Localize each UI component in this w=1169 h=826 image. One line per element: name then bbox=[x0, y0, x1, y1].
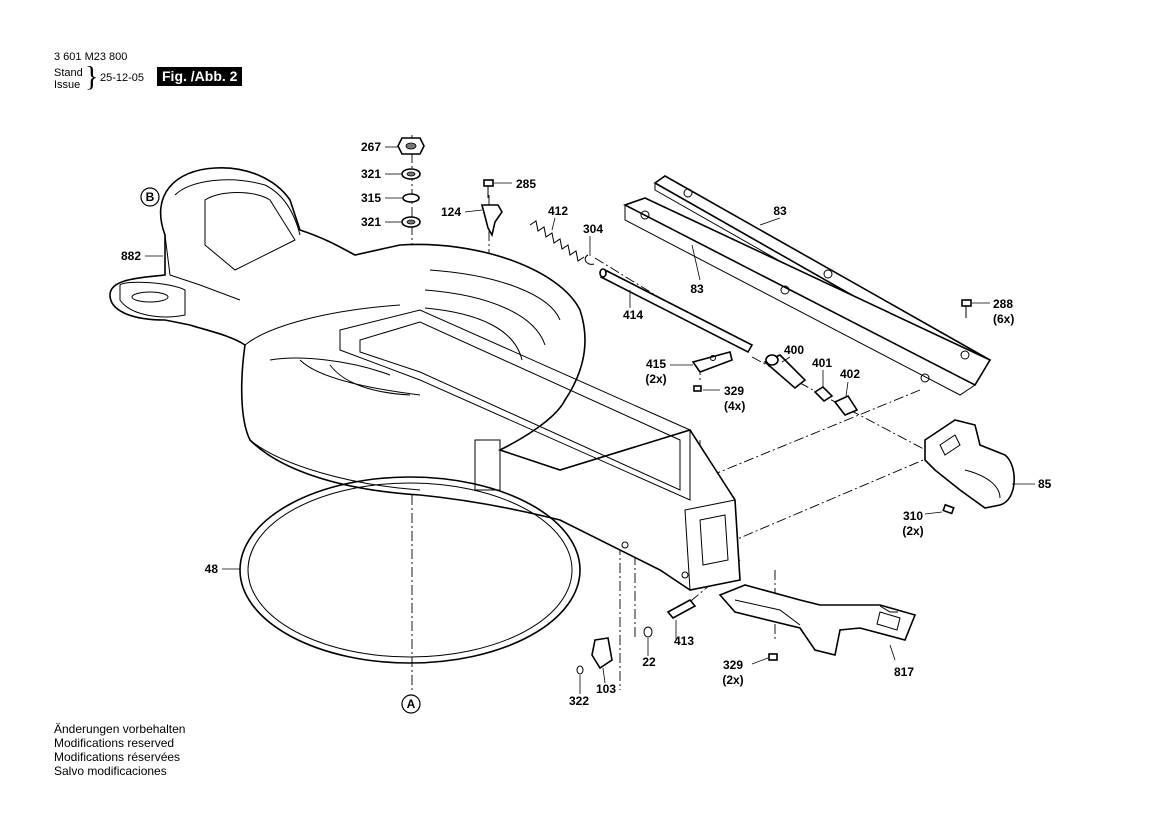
callout-A: A bbox=[401, 694, 421, 714]
callout-B: B bbox=[140, 187, 160, 207]
label-310-qty: (2x) bbox=[902, 524, 923, 538]
handle-85 bbox=[924, 419, 1015, 515]
note-es: Salvo modificaciones bbox=[54, 764, 167, 778]
screw-285-bracket-124 bbox=[480, 179, 503, 238]
svg-text:B: B bbox=[146, 190, 155, 204]
label-414: 414 bbox=[623, 308, 643, 322]
modification-notes: Änderungen vorbehalten Modifications res… bbox=[54, 722, 185, 778]
label-882: 882 bbox=[121, 249, 141, 263]
stand-label: Stand bbox=[54, 67, 83, 79]
spring-412 bbox=[529, 220, 595, 265]
document-number: 3 601 M23 800 bbox=[54, 51, 128, 63]
label-304: 304 bbox=[583, 222, 603, 236]
small-parts-bottom bbox=[576, 598, 697, 675]
label-415: 415 bbox=[646, 357, 666, 371]
leader-lines bbox=[145, 146, 1035, 694]
label-83-lower: 83 bbox=[690, 282, 704, 296]
label-310: 310 bbox=[903, 509, 923, 523]
label-329b: 329 bbox=[723, 658, 743, 672]
figure-label: Fig. /Abb. 2 bbox=[157, 67, 243, 86]
label-322: 322 bbox=[569, 694, 589, 708]
label-817: 817 bbox=[894, 665, 914, 679]
label-85: 85 bbox=[1038, 477, 1052, 491]
label-329a: 329 bbox=[724, 384, 744, 398]
issue-label: Issue bbox=[54, 79, 81, 91]
note-fr: Modifications réservées bbox=[54, 750, 181, 764]
support-817 bbox=[718, 584, 917, 661]
label-22: 22 bbox=[642, 655, 656, 669]
screw-288 bbox=[961, 299, 972, 318]
label-413: 413 bbox=[674, 634, 694, 648]
label-329a-qty: (4x) bbox=[724, 399, 745, 413]
rod-414 bbox=[599, 268, 754, 354]
label-329b-qty: (2x) bbox=[722, 673, 743, 687]
label-321a: 321 bbox=[361, 167, 381, 181]
label-321b: 321 bbox=[361, 215, 381, 229]
label-400: 400 bbox=[784, 343, 804, 357]
part-labels: 267 321 315 321 285 124 412 304 83 83 28… bbox=[121, 140, 1052, 708]
rail-83-lower bbox=[622, 197, 992, 396]
note-de: Änderungen vorbehalten bbox=[54, 722, 186, 736]
label-285: 285 bbox=[516, 177, 536, 191]
label-415-qty: (2x) bbox=[645, 372, 666, 386]
label-288: 288 bbox=[993, 297, 1013, 311]
label-103: 103 bbox=[596, 682, 616, 696]
ring-48 bbox=[239, 476, 581, 664]
svg-text:A: A bbox=[407, 697, 416, 711]
label-401: 401 bbox=[812, 356, 832, 370]
label-412: 412 bbox=[548, 204, 568, 218]
note-en: Modifications reserved bbox=[54, 736, 175, 750]
issue-date: 25-12-05 bbox=[100, 72, 145, 84]
nut-washer-stack bbox=[397, 137, 425, 228]
label-402: 402 bbox=[840, 367, 860, 381]
label-267: 267 bbox=[361, 140, 381, 154]
label-288-qty: (6x) bbox=[993, 312, 1014, 326]
label-83-upper: 83 bbox=[773, 204, 787, 218]
pin-400-401-402 bbox=[763, 354, 859, 416]
label-315: 315 bbox=[361, 191, 381, 205]
label-48: 48 bbox=[205, 562, 219, 576]
base-casting bbox=[109, 167, 741, 591]
label-124: 124 bbox=[441, 205, 461, 219]
brace-glyph: } bbox=[85, 62, 99, 93]
plate-415 bbox=[691, 351, 733, 392]
